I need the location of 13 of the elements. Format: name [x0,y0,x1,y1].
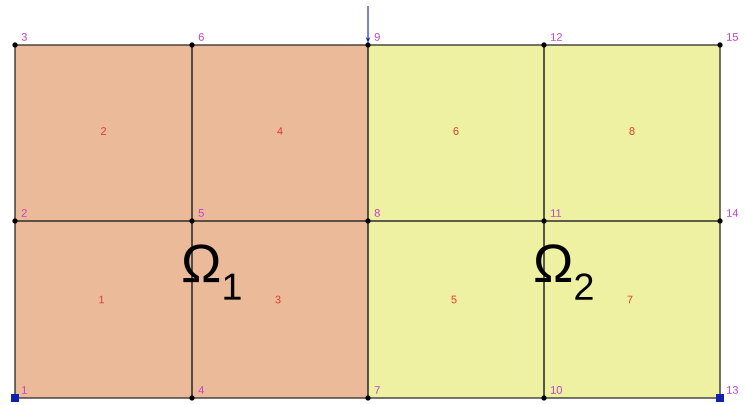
node-number: 5 [198,209,204,217]
node-number: 9 [374,33,380,41]
node-number: 6 [198,33,204,41]
node-number: 8 [374,209,380,217]
node-number: 12 [551,33,562,41]
node-number: 14 [727,209,738,217]
node-number: 11 [551,209,562,217]
node-number: 7 [374,386,380,394]
node-number: 4 [198,386,204,394]
node-number: 1 [22,386,27,394]
node-number: 10 [551,386,562,394]
node-number: 15 [727,33,738,41]
node-number: 2 [22,209,27,217]
